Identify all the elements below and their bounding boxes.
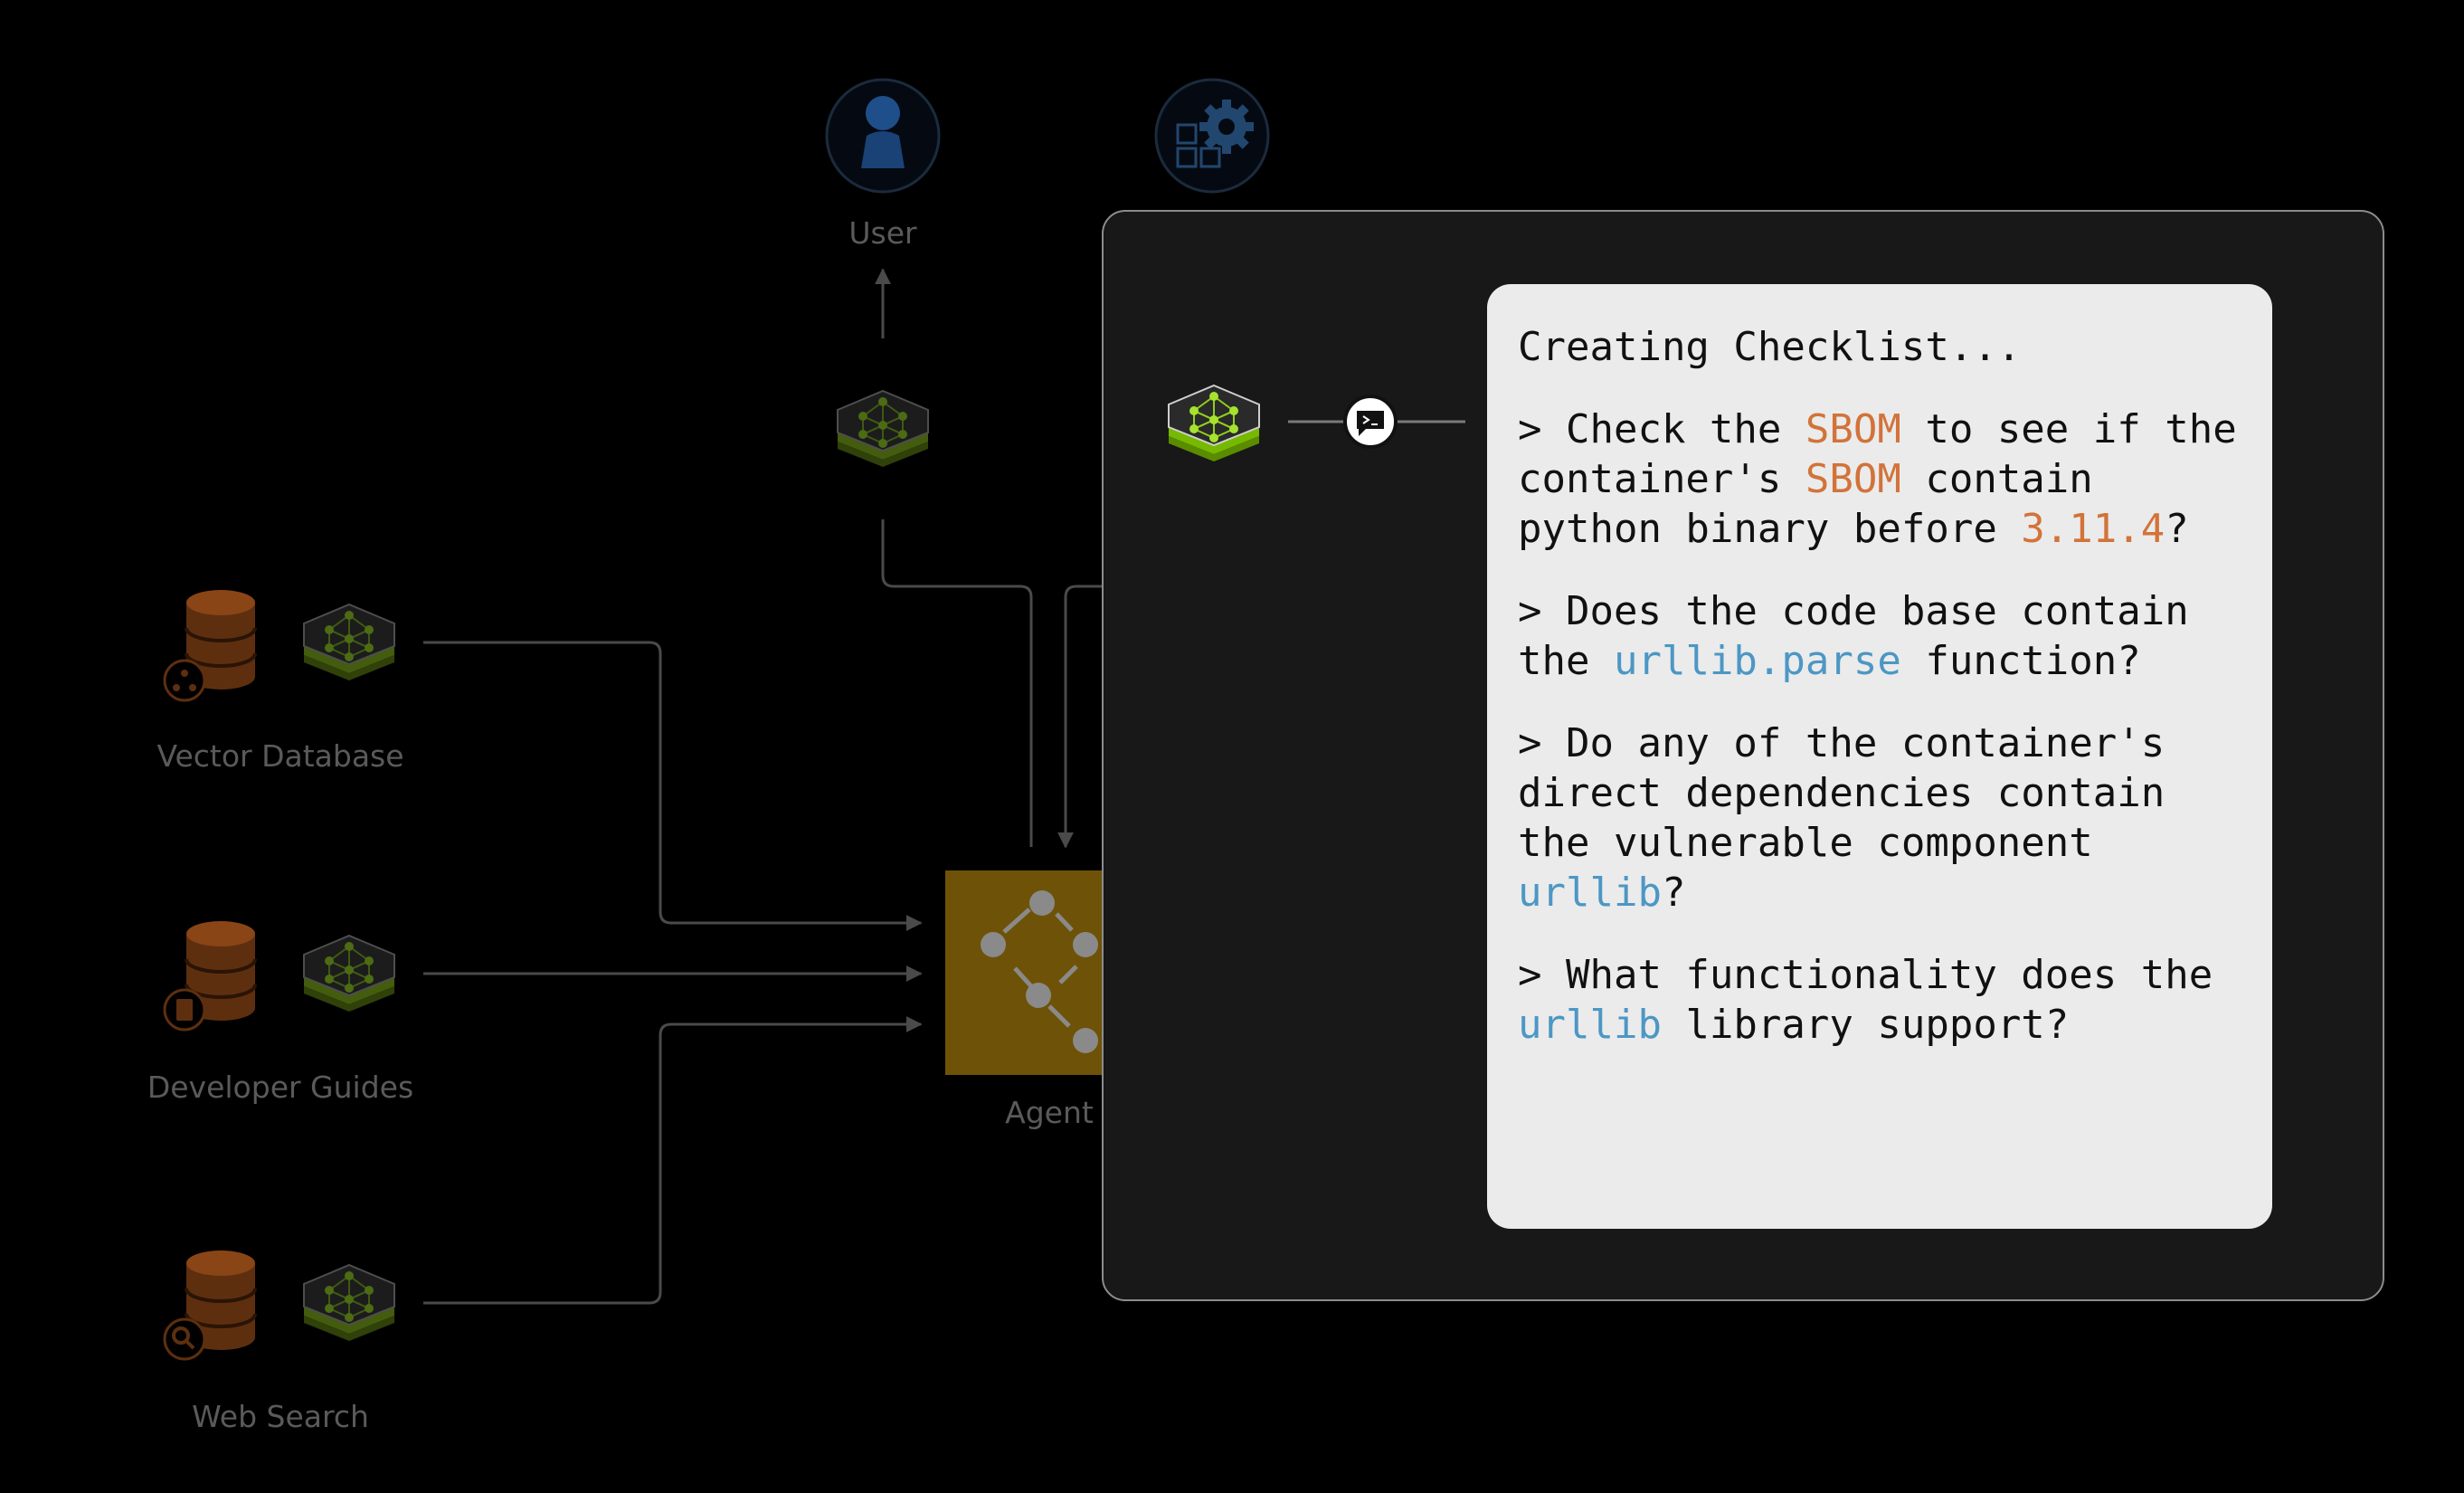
- checklist-heading: Creating Checklist...: [1518, 324, 2022, 370]
- vector-database-label: Vector Database: [156, 738, 404, 774]
- vector-database-node: [163, 588, 395, 702]
- share-icon: [173, 670, 196, 691]
- checklist-item: > Check the SBOM to see if the container…: [1518, 404, 2241, 554]
- connector-panel-to-agent: [1057, 585, 1102, 849]
- neural-network-cube-icon: [303, 935, 395, 1013]
- checklist-text: > What functionality does the: [1518, 952, 2213, 998]
- checklist-text: library support?: [1661, 1002, 2070, 1048]
- search-icon: [172, 1327, 195, 1350]
- checklist-item: > Do any of the container's direct depen…: [1518, 718, 2241, 918]
- highlight-term: urllib: [1518, 870, 1662, 916]
- checklist-text: function?: [1900, 638, 2141, 684]
- connector-web-search-to-agent: [423, 1016, 923, 1305]
- checklist-text: > Do any of the container's direct depen…: [1518, 720, 2165, 866]
- checklist-text: > Does the code base contain the: [1518, 588, 2189, 684]
- agent-label: Agent: [1005, 1095, 1094, 1130]
- neural-network-cube-icon: [303, 604, 395, 681]
- checklist-text: ?: [1661, 870, 1686, 916]
- checklist-items: > Check the SBOM to see if the container…: [1518, 404, 2241, 1050]
- neural-network-cube-icon: [303, 1264, 395, 1342]
- highlight-term: SBOM: [1805, 406, 1901, 452]
- highlight-term: SBOM: [1805, 456, 1901, 502]
- web-search-label: Web Search: [192, 1399, 369, 1434]
- checklist-text: to see if the container's: [1518, 406, 2237, 502]
- neural-network-cube-icon: [837, 390, 929, 468]
- web-search-node: [163, 1249, 395, 1361]
- document-icon: [176, 999, 193, 1021]
- highlight-term: urllib: [1518, 1002, 1662, 1048]
- gear-grid-icon: [1154, 78, 1270, 194]
- developer-guides-node: [163, 919, 395, 1032]
- panel-graphics: [1168, 385, 1465, 462]
- chat-bubble-icon: [1343, 395, 1398, 449]
- user-icon: [825, 78, 941, 194]
- checklist-item: > What functionality does the urllib lib…: [1518, 950, 2241, 1050]
- checklist-item: > Does the code base contain the urllib.…: [1518, 586, 2241, 686]
- user-label: User: [848, 215, 917, 251]
- checklist-text: contain python binary before: [1518, 456, 2093, 552]
- highlight-term: urllib.parse: [1613, 638, 1901, 684]
- developer-guides-label: Developer Guides: [147, 1070, 414, 1105]
- highlight-term: 3.11.4: [2021, 506, 2165, 552]
- neural-network-cube-icon: [1168, 385, 1260, 462]
- connector-vector-db-to-agent: [423, 641, 923, 931]
- checklist-text: > Check the: [1518, 406, 1805, 452]
- checklist-text: ?: [2165, 506, 2189, 552]
- checklist-card: Creating Checklist... > Check the SBOM t…: [1487, 284, 2272, 1229]
- connector-model-to-agent: [881, 519, 1033, 847]
